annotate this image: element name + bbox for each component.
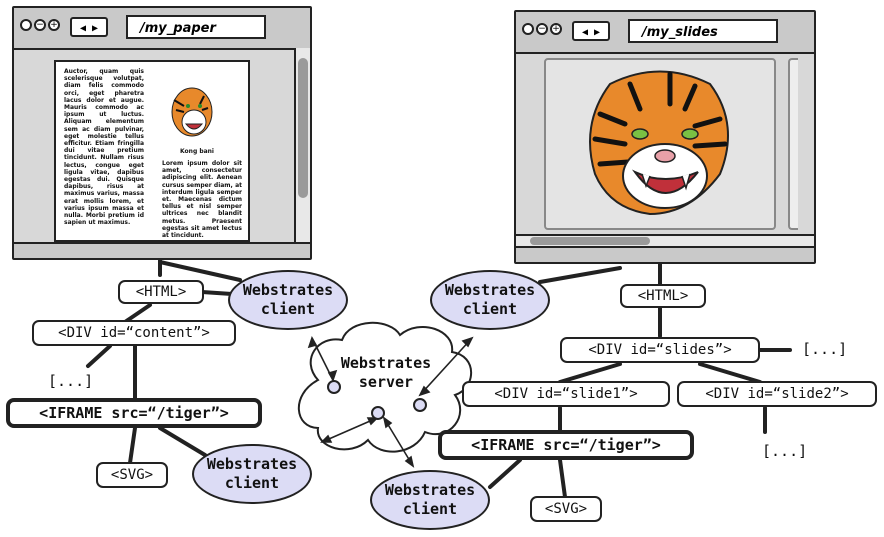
close-icon[interactable] [522,23,534,35]
figure-caption: Kong bani [180,148,214,155]
h-scroll-thumb[interactable] [530,237,650,245]
minimize-icon[interactable]: − [536,23,548,35]
edge-window-client-right [538,266,622,284]
server-label-line2: server [358,373,414,391]
left-svg-node: <SVG> [96,462,168,488]
maximize-icon[interactable]: + [550,23,562,35]
right-div-slides-node: <DIV id=“slides”> [560,337,760,363]
right-iframe-node: <IFRAME src=“/tiger”> [438,430,694,460]
left-browser-window: − + ◀ ▶ /my_paper Auctor, quam quis scel… [12,6,312,260]
edge-div-slide1 [558,362,622,384]
address-bar[interactable]: /my_slides [628,19,778,43]
minimize-icon[interactable]: − [34,19,46,31]
client-label-line2: client [224,474,280,492]
client-label-line1: Webstrates [444,281,536,299]
edge-iframe-svg-left [128,426,137,465]
client-label-line1: Webstrates [242,281,334,299]
client-label-line2: client [260,300,316,318]
webstrates-client-bottom-left: Webstrates client [192,444,312,504]
server-connection-dot [413,398,427,412]
edge-html-client-left [200,290,234,296]
webstrates-client-top-left: Webstrates client [228,270,348,330]
right-svg-node: <SVG> [530,496,602,522]
right-ellipsis-side: [...] [802,340,848,358]
webstrates-client-top-right: Webstrates client [430,270,550,330]
server-connection-dot [327,380,341,394]
paper-document: Auctor, quam quis scelerisque volutpat, … [54,60,250,242]
left-html-node: <HTML> [118,280,204,304]
maximize-icon[interactable]: + [48,19,60,31]
tiger-thumbnail [171,87,213,137]
left-div-content-node: <DIV id=“content”> [32,320,236,346]
left-ellipsis: [...] [48,372,94,390]
paper-text-column-1: Auctor, quam quis scelerisque volutpat, … [64,68,144,227]
server-label: Webstrates server [326,354,446,392]
edge-div-slide2 [698,362,762,384]
horizontal-scrollbar[interactable] [516,234,814,248]
status-bar [14,242,310,258]
edge-iframe-svg-right [558,458,567,499]
client-label-line2: client [402,500,458,518]
next-slide-edge [788,58,798,230]
client-label-line1: Webstrates [384,481,476,499]
right-ellipsis-below: [...] [762,442,808,460]
edge-iframe-client-right [488,458,522,489]
paper-text-column-2: Lorem ipsum dolor sit amet, consectetur … [162,160,242,240]
close-icon[interactable] [20,19,32,31]
status-bar [516,246,814,262]
client-label-line1: Webstrates [206,455,298,473]
slide1-node: <DIV id=“slide1”> [462,381,670,407]
scroll-thumb[interactable] [298,58,308,198]
nav-buttons[interactable]: ◀ ▶ [70,17,108,37]
slide-frame [544,58,776,230]
tiger-image [589,70,729,216]
left-iframe-node: <IFRAME src=“/tiger”> [6,398,262,428]
webstrates-client-bottom-right: Webstrates client [370,470,490,530]
title-bar: − + ◀ ▶ /my_paper [14,8,310,50]
edge-window-client-left [158,260,242,282]
edge-html-div-left [123,303,152,324]
right-html-node: <HTML> [620,284,706,308]
edge-iframe-client-bottom-left [158,426,207,457]
client-label-line2: client [462,300,518,318]
right-browser-window: − + ◀ ▶ /my_slides [514,10,816,264]
nav-buttons[interactable]: ◀ ▶ [572,21,610,41]
server-label-line1: Webstrates [340,354,432,372]
edge-div-ellipsis-left [86,344,112,368]
vertical-scrollbar[interactable] [294,48,310,244]
address-bar[interactable]: /my_paper [126,15,266,39]
slide2-node: <DIV id=“slide2”> [677,381,877,407]
server-connection-dot [371,406,385,420]
title-bar: − + ◀ ▶ /my_slides [516,12,814,54]
